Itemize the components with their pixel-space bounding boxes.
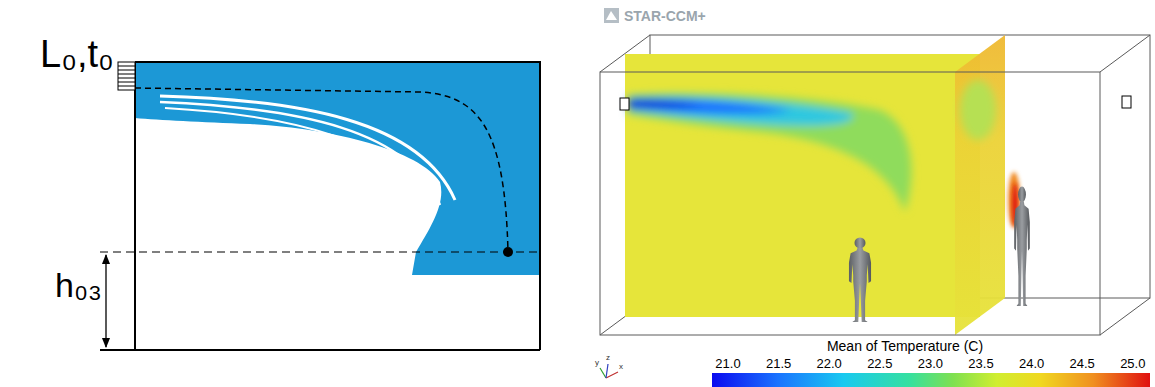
axis-label: y: [595, 359, 599, 367]
colorbar-tick: 21.0: [715, 357, 740, 370]
colorbar-tick: 21.5: [766, 357, 791, 370]
jet-point: [503, 247, 513, 257]
occupied-zone-line: [100, 251, 540, 252]
jet-region: [135, 62, 540, 275]
colorbar-tick: 22.5: [867, 357, 892, 370]
jet-schematic: [100, 62, 540, 350]
colorbar-tick: 24.5: [1070, 357, 1095, 370]
supply-inlet: [620, 98, 629, 110]
colorbar-tick: 23.5: [968, 357, 993, 370]
human-figure: [849, 237, 871, 322]
colorbar: [712, 373, 1150, 387]
jet-streak: [160, 102, 440, 205]
air-diffuser: [118, 62, 135, 90]
axis-label: x: [619, 363, 623, 371]
colorbar-tick: 24.0: [1019, 357, 1044, 370]
cold-jet: [628, 93, 911, 212]
longitudinal-plane: [625, 54, 980, 317]
software-logo: STAR-CCM+: [624, 9, 706, 23]
exhaust-outlet: [1122, 96, 1131, 108]
axis-label: z: [606, 354, 610, 362]
human-figure: [1014, 187, 1030, 306]
colorbar-tick: 23.0: [918, 357, 943, 370]
colorbar-title: Mean of Temperature (C): [827, 339, 983, 353]
dimension-arrow: [105, 255, 106, 347]
cfd-render: [600, 8, 1150, 387]
axis-triad: [600, 364, 618, 378]
jet-trajectory: [135, 88, 508, 252]
colorbar-tick: 25.0: [1120, 357, 1145, 370]
colorbar-tick: 22.0: [817, 357, 842, 370]
room-wireframe-back: [600, 35, 1150, 335]
room-outline: [100, 62, 540, 350]
room-wireframe-front: [600, 72, 1100, 335]
jet-streak: [165, 108, 430, 210]
transverse-plane: [955, 35, 1005, 335]
inlet-label: L₀,t₀: [40, 35, 114, 73]
logo-icon: [604, 8, 619, 23]
jet-spot: [960, 80, 996, 140]
height-label: h₀₃: [55, 268, 102, 302]
